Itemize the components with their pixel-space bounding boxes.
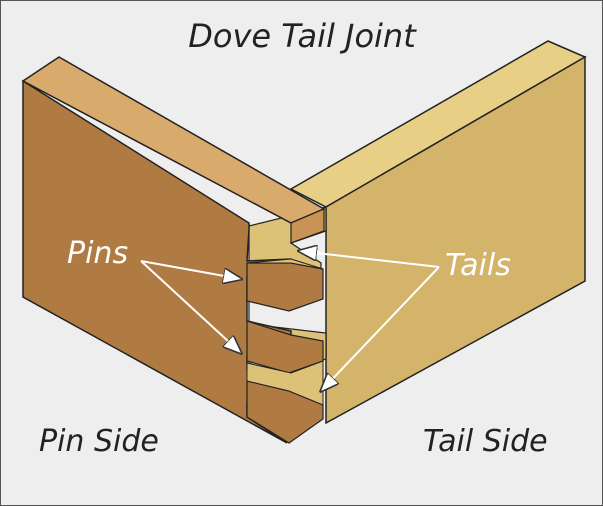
tail-side-label: Tail Side xyxy=(423,424,548,459)
pin-board-top-end xyxy=(290,208,325,244)
pin-board-notch xyxy=(246,258,324,270)
pins-arrow-2 xyxy=(140,260,241,353)
tails-arrow-2 xyxy=(321,266,440,391)
pin-side-label: Pin Side xyxy=(39,424,159,459)
pins-label: Pins xyxy=(67,236,128,271)
pin-board-notch xyxy=(246,360,324,406)
pin-1 xyxy=(246,262,324,312)
tails-label: Tails xyxy=(445,248,511,283)
tails-arrow-1 xyxy=(299,251,440,268)
diagram-title: Dove Tail Joint xyxy=(188,17,417,55)
pins-arrow-1 xyxy=(140,260,241,279)
